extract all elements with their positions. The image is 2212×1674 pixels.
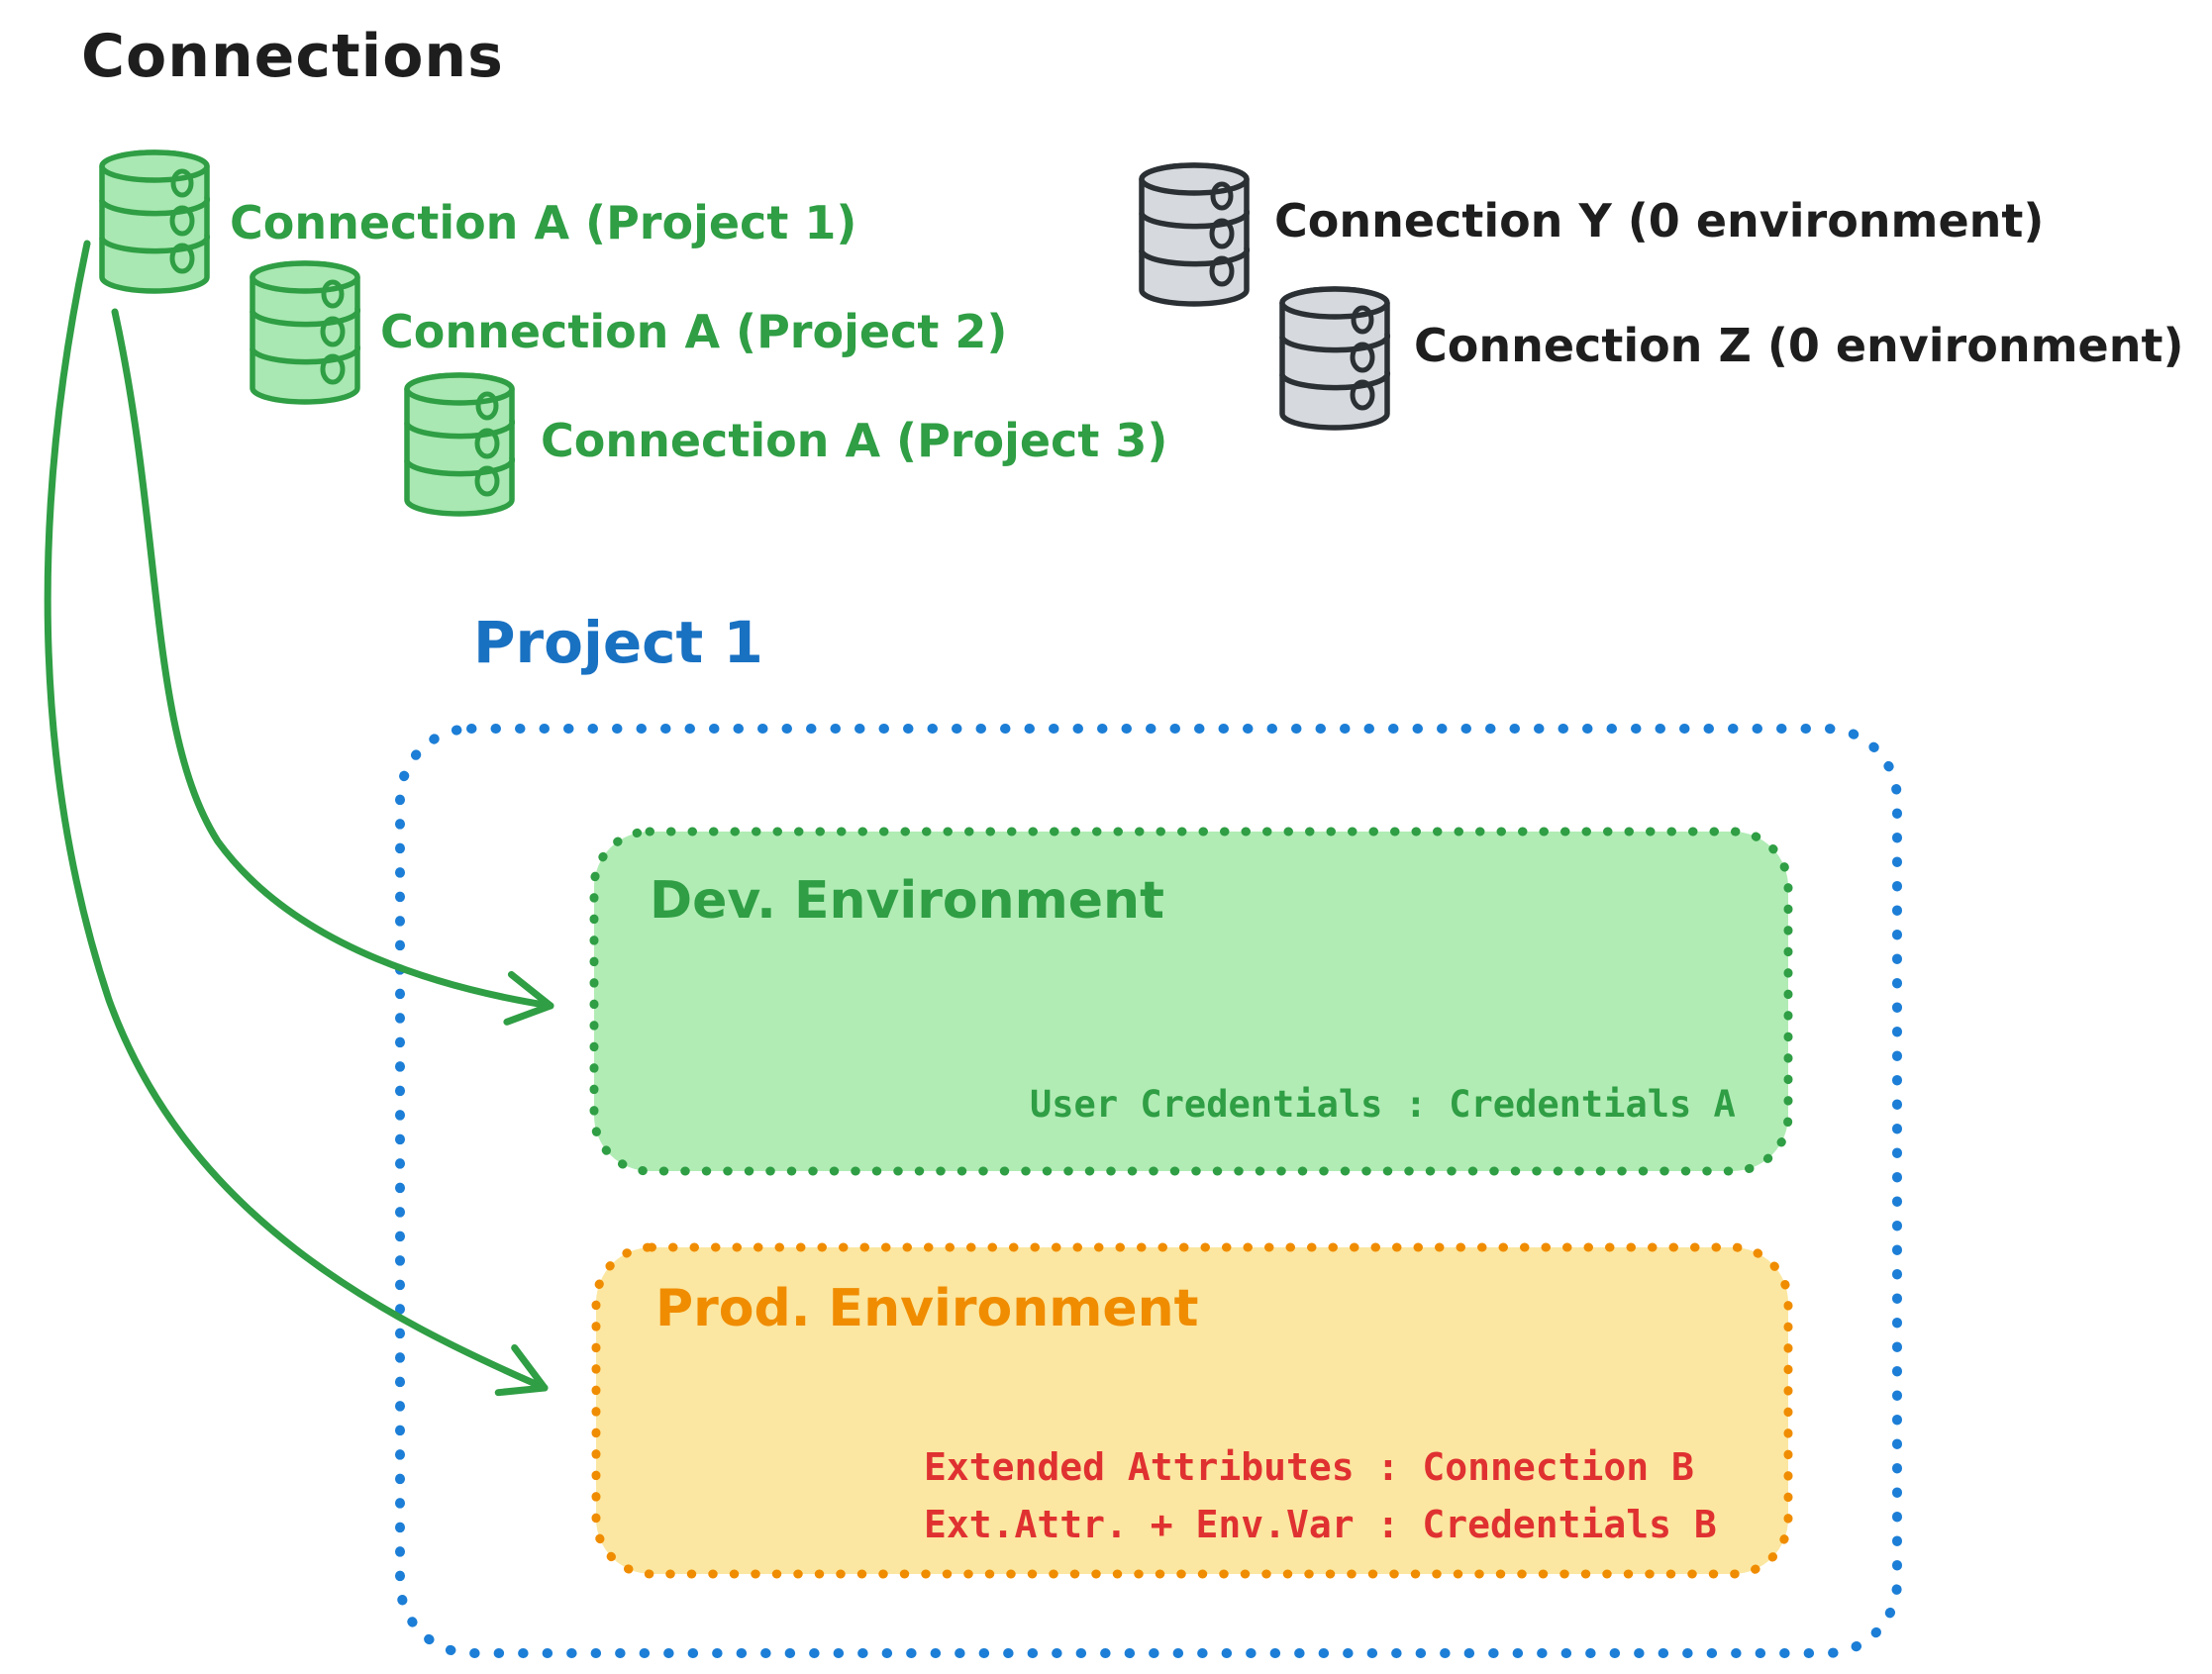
prod-environment-title: Prod. Environment [655, 1279, 1199, 1338]
connection-a-project-1-label: Connection A (Project 1) [230, 196, 857, 249]
arrow-connection-a-to-prod [44, 240, 549, 1397]
dev-environment-box [589, 827, 1793, 1176]
database-icon-connection-a-project-3 [407, 375, 512, 514]
dev-environment-credentials-mapping: User Credentials : Credentials A [1030, 1083, 1736, 1126]
connection-y-label: Connection Y (0 environment) [1274, 194, 2045, 247]
database-icon-connection-z [1282, 289, 1387, 428]
database-icon-connection-y [1142, 165, 1247, 304]
diagram-title: Connections [81, 22, 504, 91]
database-icon-connection-a-project-1 [102, 152, 207, 291]
dev-environment-title: Dev. Environment [650, 871, 1164, 931]
database-icon-connection-a-project-2 [252, 263, 357, 402]
project-1-title: Project 1 [473, 609, 763, 676]
prod-environment-credentials-mapping: Ext.Attr. + Env.Var : Credentials B [924, 1503, 1717, 1546]
connection-a-project-2-label: Connection A (Project 2) [380, 305, 1008, 358]
arrow-connection-a-to-dev [111, 308, 554, 1026]
connection-z-label: Connection Z (0 environment) [1414, 319, 2184, 372]
project-1-container [395, 724, 1902, 1658]
connection-a-project-3-label: Connection A (Project 3) [541, 414, 1168, 467]
prod-environment-connection-mapping: Extended Attributes : Connection B [924, 1445, 1694, 1489]
prod-environment-box [591, 1242, 1793, 1579]
